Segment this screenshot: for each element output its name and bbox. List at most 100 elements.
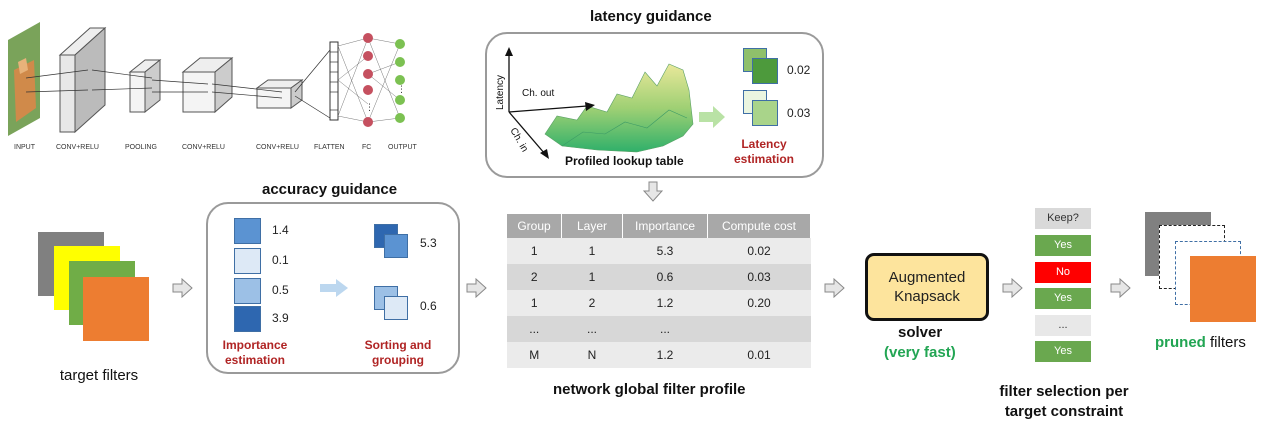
table-header: Importance [622, 214, 708, 238]
keep-item: Yes [1035, 341, 1091, 362]
conv2-block [181, 56, 234, 114]
table-row: 1 1 5.3 0.02 [507, 238, 811, 264]
latency-square [752, 58, 778, 84]
filter-profile-table: Group Layer Importance Compute cost 1 1 … [507, 214, 811, 368]
table-cell: ... [507, 316, 562, 342]
table-row: M N 1.2 0.01 [507, 342, 811, 368]
profile-caption: network global filter profile [553, 381, 746, 398]
cat-input-image [8, 22, 40, 136]
solver-sublabel: (very fast) [884, 344, 956, 361]
group-square [384, 296, 408, 320]
latency-heading: latency guidance [590, 8, 712, 25]
table-cell: 1.2 [622, 342, 708, 368]
table-cell: 1 [507, 290, 562, 316]
table-row: ... ... ... [507, 316, 811, 342]
keep-item: Yes [1035, 288, 1091, 309]
layer-label: CONV+RELU [56, 144, 99, 151]
importance-value: 3.9 [272, 311, 289, 325]
cnn-architecture: ⋮ ⋮ INPUT CONV+RELU POOLING CONV+RELU CO… [8, 22, 418, 151]
table-header: Compute cost [707, 214, 811, 238]
flow-arrow-down [643, 181, 663, 202]
table-row: 1 2 1.2 0.20 [507, 290, 811, 316]
keep-item: No [1035, 262, 1091, 283]
table-cell: 0.02 [707, 238, 811, 264]
axis-ch-in-label: Ch. in [507, 126, 530, 154]
pooling-block [128, 58, 162, 114]
filter-orange [83, 277, 149, 341]
sort-arrow [320, 279, 348, 297]
accuracy-heading: accuracy guidance [262, 181, 398, 198]
axis-latency-label: Latency [495, 75, 506, 110]
solver-label: solver [898, 324, 943, 341]
table-cell: 2 [507, 264, 562, 290]
table-cell: ... [622, 316, 708, 342]
importance-square [234, 278, 261, 304]
estimation-arrow [699, 106, 725, 128]
flow-arrow [824, 278, 845, 298]
table-cell: 1 [561, 238, 623, 264]
importance-square [234, 248, 261, 274]
flow-arrow [1002, 278, 1023, 298]
table-row: 2 1 0.6 0.03 [507, 264, 811, 290]
layer-label: CONV+RELU [182, 144, 225, 151]
group-value: 5.3 [420, 236, 437, 250]
table-header: Group [507, 214, 562, 238]
table-cell: 1.2 [622, 290, 708, 316]
lookup-table-label: Profiled lookup table [565, 154, 684, 168]
layer-label: INPUT [14, 144, 36, 151]
table-cell: 0.03 [707, 264, 811, 290]
layer-label: OUTPUT [388, 144, 418, 151]
flow-arrow [1110, 278, 1131, 298]
keep-item: ... [1035, 315, 1091, 336]
solver-box-line: Knapsack [894, 288, 960, 305]
importance-value: 1.4 [272, 223, 289, 237]
layer-label: FLATTEN [314, 144, 345, 151]
layer-label: CONV+RELU [256, 144, 299, 151]
target-filters [38, 232, 168, 362]
pruned-word: pruned [1155, 334, 1206, 351]
importance-square [234, 218, 261, 244]
solver-box-line: Augmented [888, 269, 966, 286]
group-square [384, 234, 408, 258]
keep-header: Keep? [1035, 208, 1091, 229]
importance-value: 0.1 [272, 253, 289, 267]
latency-panel: Latency Ch. out Ch. in Profiled lookup t… [485, 32, 824, 178]
svg-text:⋮: ⋮ [397, 84, 406, 94]
table-cell: N [561, 342, 623, 368]
pruned-filter-orange [1190, 256, 1256, 322]
flow-arrow [466, 278, 487, 298]
profiled-lookup-surface: Latency Ch. out Ch. in Profiled lookup t… [495, 47, 725, 168]
flow-arrow [172, 278, 193, 298]
table-header: Layer [561, 214, 623, 238]
table-cell: 0.20 [707, 290, 811, 316]
table-cell [707, 316, 811, 342]
pruned-rest: filters [1210, 334, 1246, 351]
table-cell: 2 [561, 290, 623, 316]
latency-square [752, 100, 778, 126]
conv3-block [255, 79, 304, 109]
target-filters-caption: target filters [59, 367, 139, 384]
pruned-caption: pruned filters [1155, 334, 1246, 351]
latency-value: 0.03 [787, 106, 811, 120]
table-cell: ... [561, 316, 623, 342]
importance-square [234, 306, 261, 332]
table-cell: M [507, 342, 562, 368]
svg-text:⋮: ⋮ [365, 102, 374, 112]
output-nodes [395, 39, 405, 123]
latency-value: 0.02 [787, 63, 811, 77]
table-cell: 1 [561, 264, 623, 290]
fc-nodes [363, 33, 373, 127]
table-cell: 0.6 [622, 264, 708, 290]
importance-value: 0.5 [272, 283, 289, 297]
knapsack-solver-box: Augmented Knapsack [865, 253, 989, 321]
table-cell: 5.3 [622, 238, 708, 264]
flatten-column [329, 41, 339, 121]
axis-ch-out-label: Ch. out [522, 88, 554, 99]
group-value: 0.6 [420, 299, 437, 313]
layer-label: FC [362, 144, 371, 151]
layer-label: POOLING [125, 144, 157, 151]
